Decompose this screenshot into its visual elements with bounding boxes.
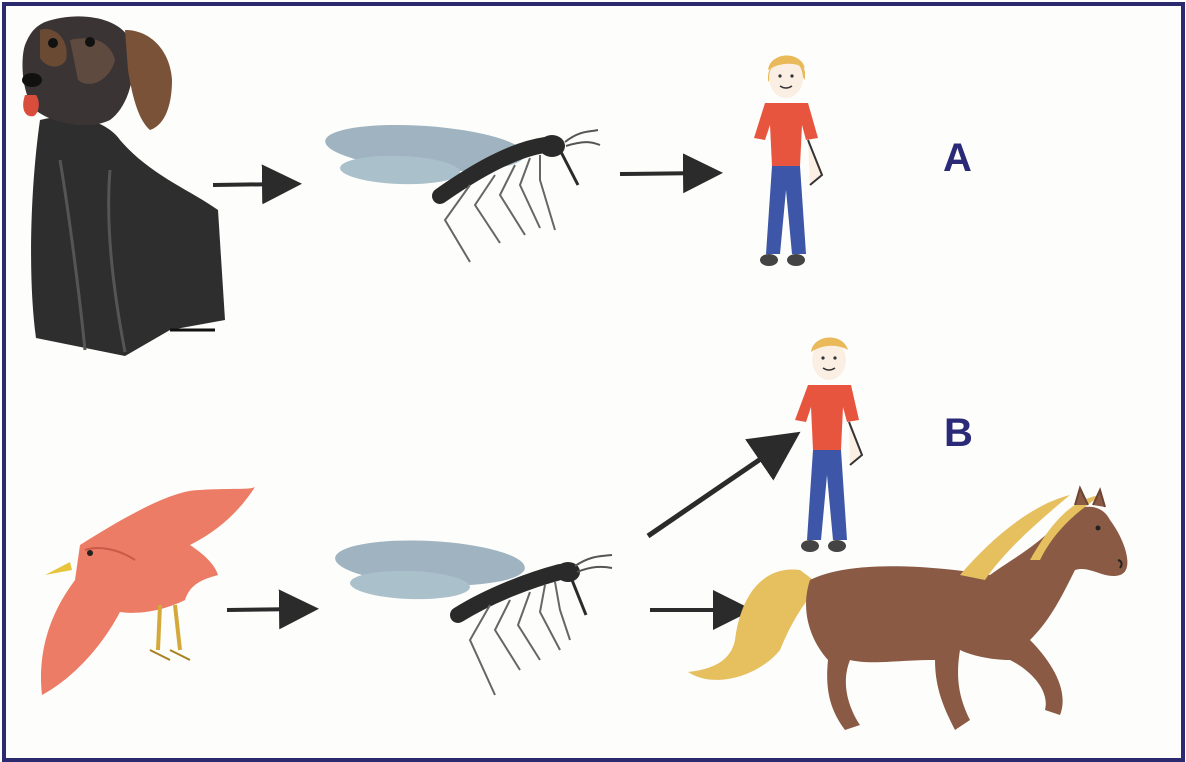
- arrow-mosquito-to-boy: [620, 173, 707, 174]
- mosquito-icon: [324, 119, 600, 262]
- horse-icon: [688, 488, 1127, 730]
- arrow-mosquito-to-boy: [648, 443, 784, 536]
- mosquito-icon: [334, 536, 612, 695]
- row-a-label: A: [943, 138, 972, 178]
- bird-icon: [41, 487, 255, 695]
- boy-icon: [795, 337, 862, 552]
- dog-icon: [22, 16, 225, 356]
- boy-icon: [754, 55, 822, 266]
- arrow-bird-to-mosquito: [227, 609, 303, 610]
- arrow-dog-to-mosquito: [213, 184, 286, 185]
- row-b-label: B: [944, 413, 973, 453]
